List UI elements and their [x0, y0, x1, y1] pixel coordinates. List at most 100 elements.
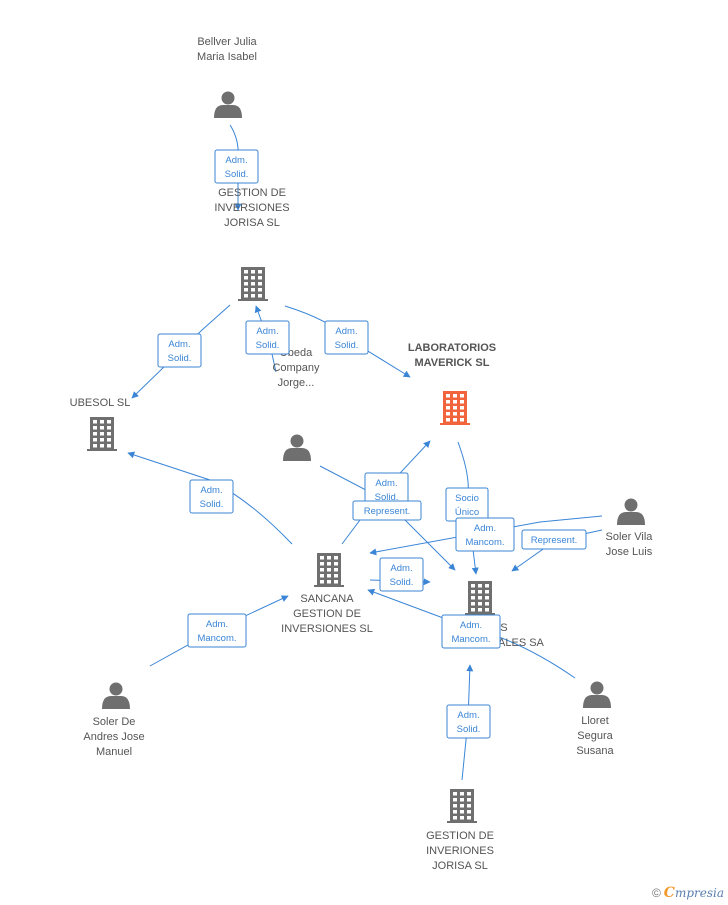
building-icon	[238, 267, 268, 301]
edge-label-box	[455, 517, 515, 552]
node-label: Maria Isabel	[197, 51, 257, 63]
node-label: Segura	[577, 730, 613, 742]
copyright-symbol: ©	[651, 886, 661, 900]
edge-label-box	[446, 704, 491, 739]
edge-label-text: Adm.	[390, 563, 412, 574]
edge-label-e4[interactable]: Adm. Solid.	[324, 320, 369, 355]
brand-logo: Cmpresia	[664, 885, 724, 901]
node-label: JORISA SL	[432, 860, 488, 872]
node-maverick[interactable]: LABORATORIOS MAVERICK SL	[408, 342, 496, 425]
edge-label-text: Solid.	[335, 340, 359, 351]
edge-label-text: Solid.	[168, 353, 192, 364]
edge-label-text: Solid.	[225, 169, 249, 180]
node-label: MAVERICK SL	[415, 357, 490, 369]
node-label: GESTION DE	[218, 187, 286, 199]
edges-layer	[127, 124, 603, 781]
edge-label-text: Mancom.	[451, 634, 490, 645]
node-label: INVERSIONES	[214, 202, 289, 214]
edge-label-e7[interactable]: Represent.	[352, 500, 422, 521]
person-icon	[617, 498, 645, 525]
edge-label-e1[interactable]: Adm. Solid.	[214, 149, 259, 184]
node-label: UBESOL SL	[70, 397, 131, 409]
person-icon	[583, 681, 611, 708]
edge-label-text: Adm.	[460, 620, 482, 631]
node-label: Bellver Julia	[197, 36, 257, 48]
node-ubesol[interactable]: UBESOL SL	[70, 397, 131, 451]
edge-label-box	[324, 320, 369, 355]
edge-label-box	[157, 333, 202, 368]
node-label: Soler De	[93, 716, 136, 728]
edge-label-text: Único	[455, 507, 479, 518]
edge-label-box	[352, 500, 422, 521]
edge-labels-layer: Adm. Solid. Adm. Solid. Adm. Solid. Adm. Solid.…	[157, 149, 587, 739]
edge-line-e9	[369, 515, 603, 556]
edge-label-text: Solid.	[200, 499, 224, 510]
node-label: Andres Jose	[83, 731, 144, 743]
building-icon	[314, 553, 344, 587]
edge-label-text: Solid.	[390, 577, 414, 588]
node-label: SANCANA	[300, 593, 354, 605]
edge-label-e9[interactable]: Adm. Mancom.	[455, 517, 515, 552]
node-label: Jose Luis	[606, 546, 653, 558]
edge-label-text: Socio	[455, 493, 479, 504]
edge-label-e10[interactable]: Represent.	[521, 529, 587, 550]
edge-label-text: Adm.	[206, 619, 228, 630]
edge-label-text: Represent.	[531, 535, 577, 546]
node-label: Company	[272, 362, 320, 374]
edge-label-e3[interactable]: Adm. Solid.	[245, 320, 290, 355]
brand-rest: mpresia	[674, 886, 724, 900]
node-label: GESTION DE	[426, 830, 494, 842]
edge-label-box	[521, 529, 587, 550]
edge-label-box	[441, 614, 501, 649]
node-gestion-inveriones[interactable]: GESTION DE INVERIONES JORISA SL	[426, 789, 494, 872]
node-label: GESTION DE	[293, 608, 361, 620]
edge-label-text: Adm.	[375, 478, 397, 489]
edge-line-e2	[131, 304, 231, 399]
building-icon	[87, 417, 117, 451]
edge-label-box	[214, 149, 259, 184]
edge-label-e13[interactable]: Adm. Mancom.	[441, 614, 501, 649]
edge-label-text: Represent.	[364, 506, 410, 517]
empresia-watermark: © Cmpresia	[652, 885, 724, 901]
edge-label-text: Solid.	[457, 724, 481, 735]
person-icon	[283, 434, 311, 461]
node-ubeda[interactable]: UbedaCompanyJorge...	[272, 347, 320, 461]
edge-label-e12[interactable]: Adm.Mancom.	[187, 613, 247, 648]
edge-label-text: Solid.	[375, 492, 399, 503]
node-label: Manuel	[96, 746, 132, 758]
edge-label-text: Mancom.	[465, 537, 504, 548]
edge-label-text: Adm.	[168, 339, 190, 350]
edge-label-e5[interactable]: Adm.Solid.	[189, 479, 234, 514]
person-icon	[102, 682, 130, 709]
node-label: INVERSIONES SL	[281, 623, 373, 635]
node-label: Jorge...	[278, 377, 315, 389]
edge-label-text: Adm.	[474, 523, 496, 534]
node-label: LABORATORIOS	[408, 342, 496, 354]
edge-label-e11[interactable]: Adm. Solid.	[379, 557, 424, 592]
edge-label-box	[245, 320, 290, 355]
building-icon	[447, 789, 477, 823]
edge-label-text: Adm.	[457, 710, 479, 721]
building-icon	[440, 391, 470, 425]
edge-label-e14[interactable]: Adm. Solid.	[446, 704, 491, 739]
brand-initial: C	[663, 885, 675, 901]
edge-label-text: Solid.	[256, 340, 280, 351]
node-sancana[interactable]: SANCANA GESTION DE INVERSIONES SL	[281, 553, 373, 635]
node-label: INVERIONES	[426, 845, 494, 857]
person-icon	[214, 91, 242, 118]
edge-label-text: Adm.	[335, 326, 357, 337]
edge-label-e2[interactable]: Adm. Solid.	[157, 333, 202, 368]
edge-label-box	[189, 479, 234, 514]
building-icon	[465, 581, 495, 615]
edge-label-box	[187, 613, 247, 648]
node-label: Soler Vila	[606, 531, 654, 543]
edge-label-text: Adm.	[225, 155, 247, 166]
edge-label-text: Adm.	[256, 326, 278, 337]
